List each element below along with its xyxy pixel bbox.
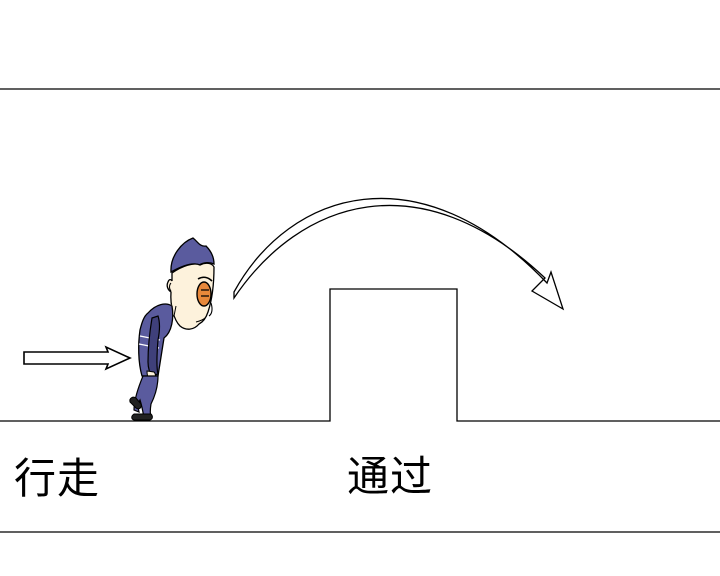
character-legs <box>133 375 159 419</box>
character-ear <box>169 282 172 292</box>
boy-character <box>129 237 215 421</box>
pass-label: 通过 <box>347 452 434 501</box>
character-arm <box>147 315 161 377</box>
ground-with-obstacle <box>0 288 720 422</box>
character-shoe-front <box>131 413 153 421</box>
character-face <box>166 262 215 330</box>
walk-label: 行走 <box>14 454 101 503</box>
right-arrow-icon <box>23 345 132 371</box>
curved-arrow-icon <box>233 197 565 311</box>
character-shoe-back <box>129 396 142 410</box>
character-glasses <box>196 281 212 307</box>
